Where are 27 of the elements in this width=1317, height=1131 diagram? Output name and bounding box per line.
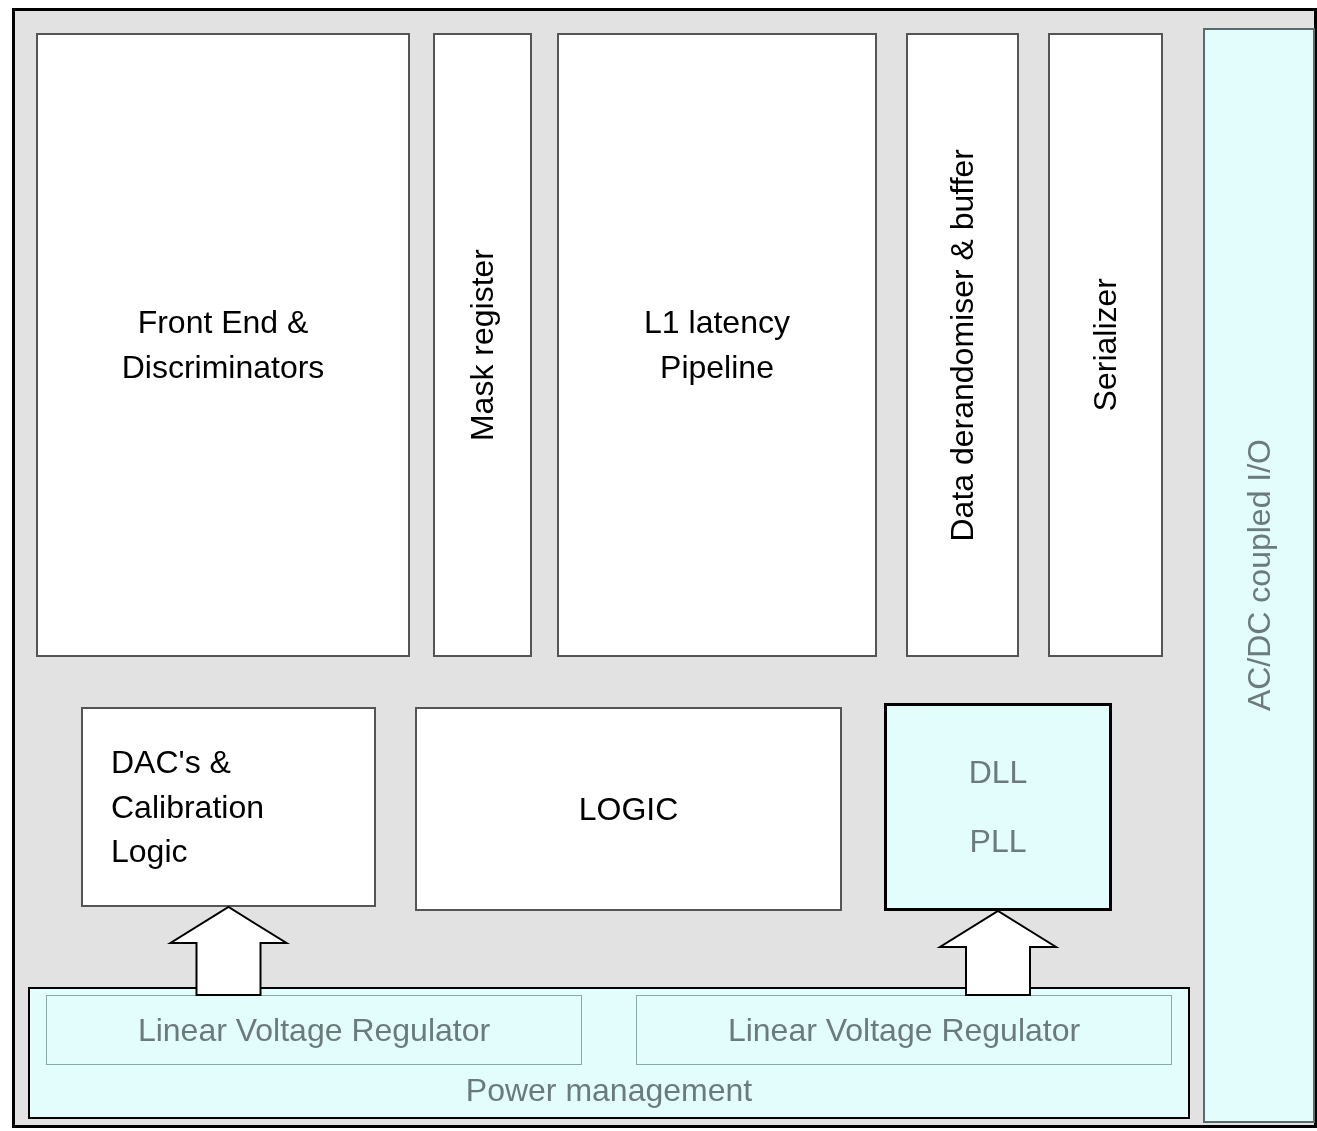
- block-label: Serializer: [1086, 278, 1125, 412]
- block-box: [557, 33, 877, 657]
- block-label: Mask register: [463, 248, 502, 441]
- regulator-box: [46, 995, 582, 1065]
- block-label: Data derandomiser & buffer: [943, 148, 982, 542]
- block-box: [36, 33, 410, 657]
- block-label: AC/DC coupled I/O: [1239, 439, 1278, 712]
- regulator-box: [636, 995, 1172, 1065]
- block-box: [1048, 33, 1163, 657]
- block-label: LOGIC: [578, 789, 679, 829]
- block-label: DLL: [968, 753, 1028, 793]
- block-label: Front End & Discriminators: [120, 303, 326, 387]
- clock-block: [884, 703, 1112, 911]
- block-arrow: [167, 905, 290, 996]
- io-column: [1203, 28, 1315, 1123]
- block-box: [433, 33, 532, 657]
- block-label: L1 latency Pipeline: [643, 303, 791, 387]
- power-band: [28, 987, 1190, 1119]
- block-label: DAC's & Calibration Logic: [111, 742, 265, 872]
- block-box: [81, 707, 376, 907]
- block-label: Linear Voltage Regulator: [137, 1010, 491, 1050]
- block-arrow: [936, 909, 1060, 996]
- block-box: [906, 33, 1019, 657]
- block-label: PLL: [969, 822, 1027, 861]
- block-label: Linear Voltage Regulator: [727, 1010, 1081, 1050]
- block-label: Power management: [465, 1071, 753, 1111]
- block-box: [415, 707, 842, 911]
